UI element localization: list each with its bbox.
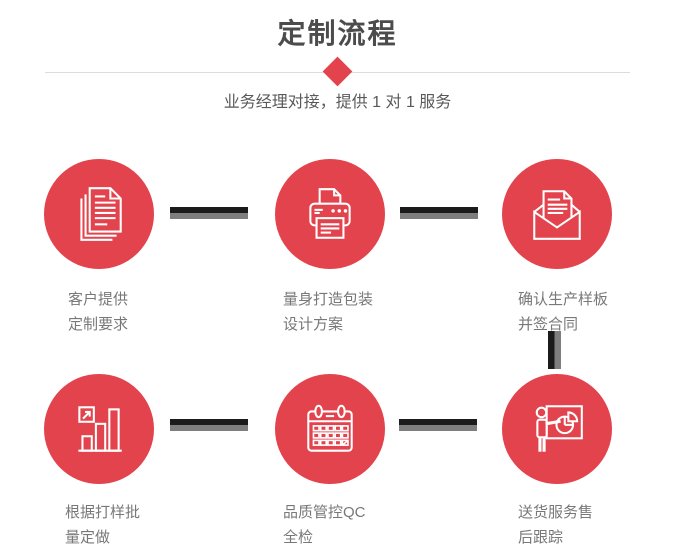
step-label-2: 量身打造包装 设计方案 <box>283 287 373 337</box>
connector-step1-step2 <box>170 207 248 219</box>
step-label-4: 根据打样批 量定做 <box>65 500 140 550</box>
step-label-line: 确认生产样板 <box>518 291 609 308</box>
documents-icon <box>80 187 122 241</box>
step-circle-1 <box>44 159 154 269</box>
step-label-line: 设计方案 <box>283 316 344 333</box>
step-label-6: 送货服务售 后跟踪 <box>518 500 593 550</box>
step-label-line: 根据打样批 <box>65 504 141 521</box>
connector-step2-step3 <box>400 207 478 219</box>
subtitle: 业务经理对接，提供 1 对 1 服务 <box>223 94 452 111</box>
step-label-3: 确认生产样板 并签合同 <box>518 287 608 337</box>
step-label-line: 品质管控QC <box>283 504 366 521</box>
step-label-5: 品质管控QC 全检 <box>283 500 366 550</box>
diamond-ornament-icon <box>322 56 353 87</box>
step-circle-5 <box>275 374 385 484</box>
step-label-line: 量身打造包装 <box>283 291 374 308</box>
envelope-icon <box>533 190 581 240</box>
step-label-line: 后跟踪 <box>518 529 564 546</box>
connector-step5-step6 <box>399 419 477 431</box>
step-label-line: 全检 <box>283 529 314 546</box>
calendar-icon <box>307 404 353 452</box>
printer-icon <box>309 188 351 239</box>
step-circle-6 <box>502 374 612 484</box>
connector-step3-step6 <box>548 331 561 369</box>
step-label-line: 并签合同 <box>518 316 579 333</box>
presentation-icon <box>535 405 583 452</box>
step-label-line: 量定做 <box>65 529 111 546</box>
bar-chart-icon <box>78 406 122 452</box>
step-label-1: 客户提供 定制要求 <box>68 287 128 337</box>
connector-step4-step5 <box>170 419 248 431</box>
step-label-line: 送货服务售 <box>518 504 594 521</box>
step-circle-4 <box>44 374 154 484</box>
step-label-line: 客户提供 <box>68 291 129 308</box>
step-label-line: 定制要求 <box>68 316 129 333</box>
step-circle-3 <box>502 159 612 269</box>
step-circle-2 <box>275 159 385 269</box>
page-title: 定制流程 <box>277 18 398 49</box>
